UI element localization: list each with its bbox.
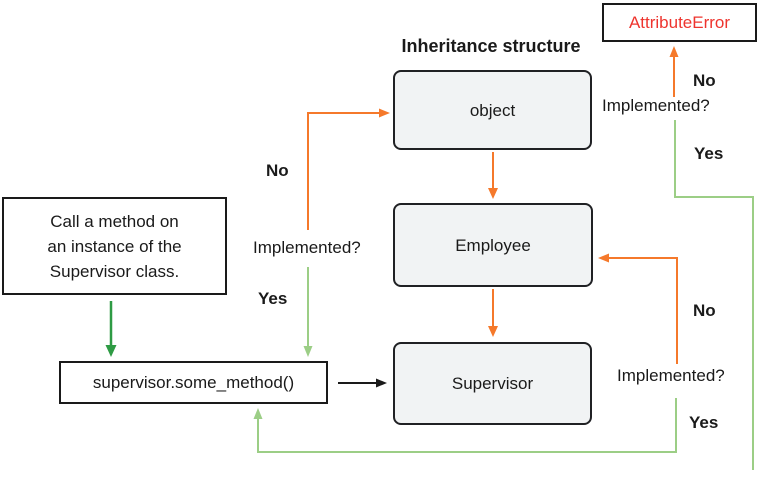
label-object-yes: Yes (694, 144, 724, 163)
attribute-error-box: AttributeError (602, 3, 757, 42)
arrowhead-method-to-supervisor (376, 378, 387, 388)
label-employee-yes: Yes (258, 289, 288, 308)
method-call-label: supervisor.some_method() (92, 373, 295, 392)
label-object-question: Implemented? (602, 96, 710, 115)
arrowhead-call-to-method (105, 345, 117, 357)
call-description-text: Call a method on an instance of the Supe… (47, 209, 181, 284)
label-employee-question: Implemented? (253, 238, 361, 257)
arrowhead-object-no-to-attributeerror (669, 46, 679, 57)
call-description-line-2: an instance of the (47, 236, 182, 256)
arrowhead-employee-to-supervisor (488, 326, 498, 337)
label-supervisor-question: Implemented? (617, 366, 725, 385)
arrow-employee-no-to-object (307, 112, 379, 230)
label-supervisor-no: No (693, 301, 716, 320)
class-box-employee-label: Employee (455, 235, 531, 255)
label-employee-no: No (266, 161, 289, 180)
arrowhead-object-to-employee (488, 188, 498, 199)
attribute-error-label: AttributeError (628, 13, 731, 32)
class-box-employee: Employee (393, 203, 593, 287)
label-supervisor-yes: Yes (689, 413, 719, 432)
diagram-title: Inheritance structure (401, 36, 581, 56)
call-description-box: Call a method on an instance of the Supe… (2, 197, 227, 295)
arrowhead-employee-yes-to-method-call (303, 346, 313, 357)
call-description-line-3: Supervisor class. (49, 261, 180, 281)
label-object-no: No (693, 71, 716, 90)
line-object-yes-return (674, 120, 754, 470)
arrowhead-employee-no-to-object (379, 108, 390, 118)
arrow-supervisor-yes-to-method-call (257, 398, 677, 453)
class-box-object-label: object (469, 100, 516, 120)
class-box-supervisor: Supervisor (393, 342, 592, 425)
arrowhead-supervisor-no-to-employee (598, 253, 609, 263)
class-box-object: object (393, 70, 592, 150)
class-box-supervisor-label: Supervisor (451, 374, 534, 393)
arrow-supervisor-no-to-employee (609, 257, 678, 364)
arrowhead-supervisor-yes-to-method-call (253, 408, 263, 419)
call-description-line-1: Call a method on (50, 211, 179, 231)
method-call-box: supervisor.some_method() (59, 361, 328, 404)
